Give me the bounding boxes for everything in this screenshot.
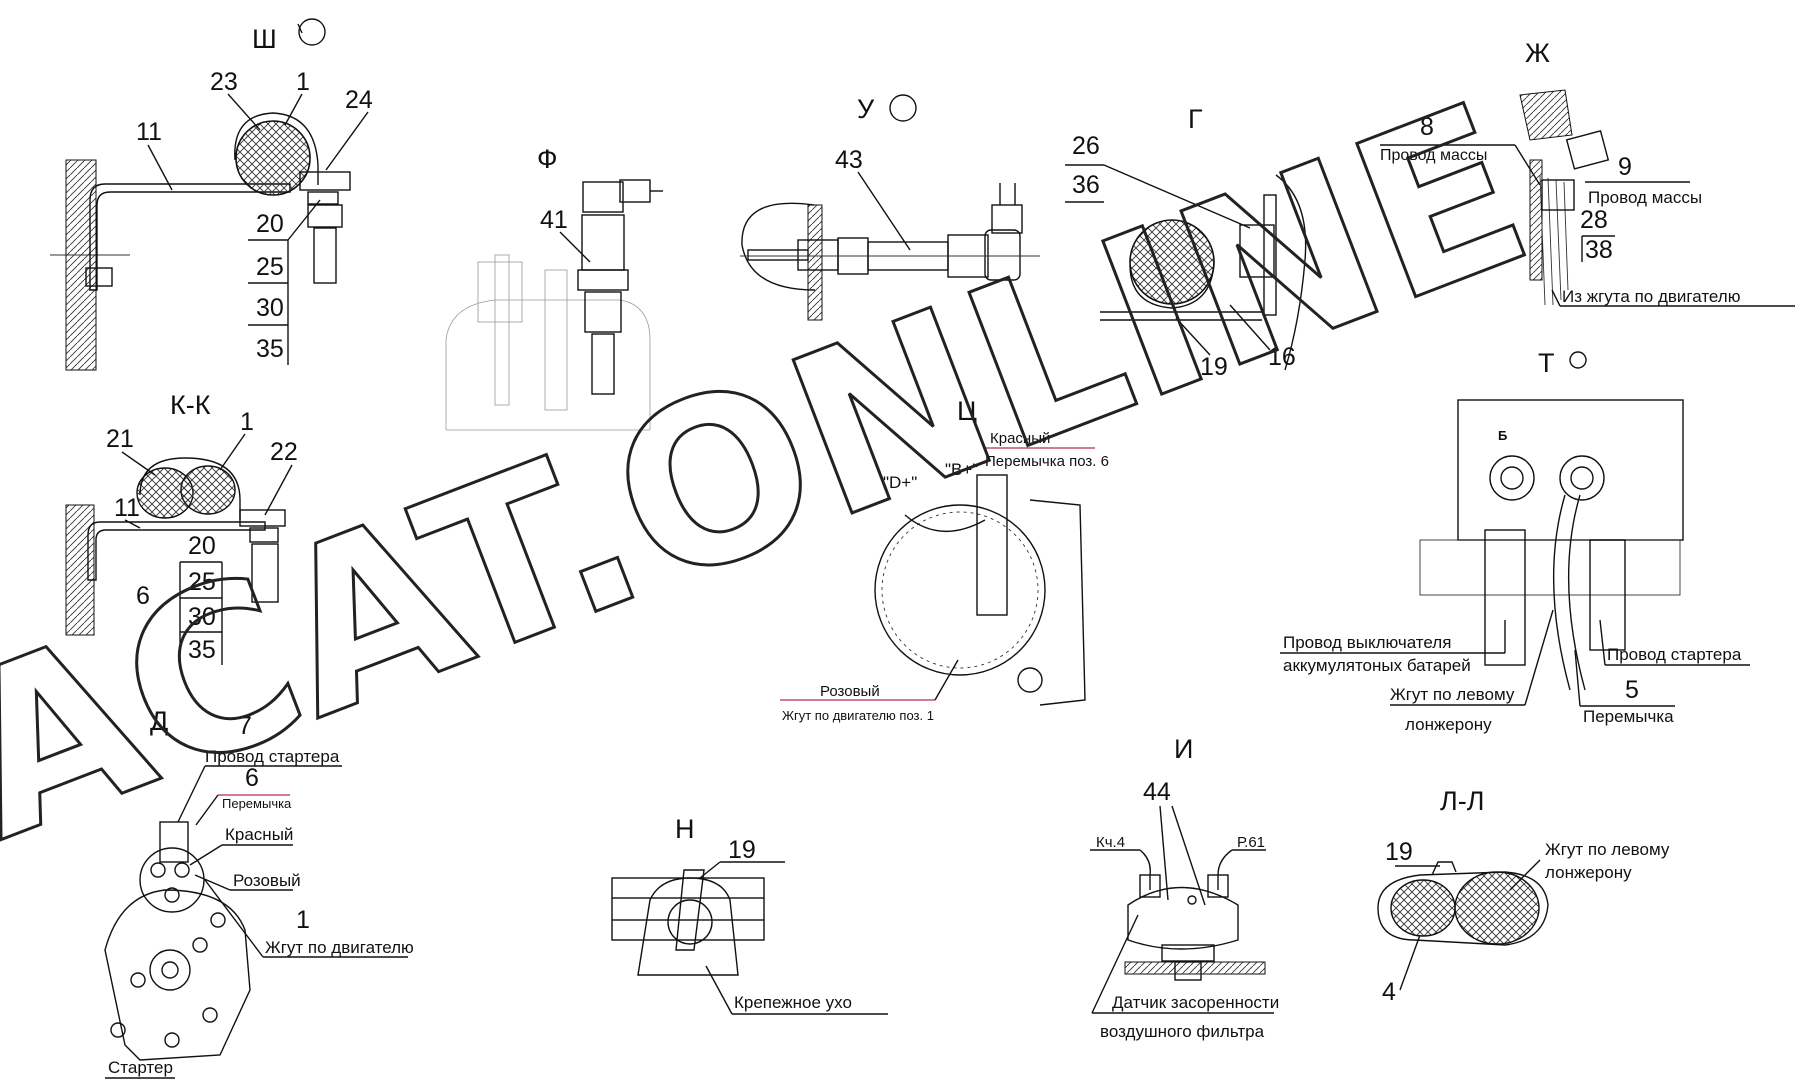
svg-text:20: 20 (256, 210, 284, 238)
mounting-ear (637, 877, 739, 976)
svg-text:7: 7 (238, 712, 252, 740)
view-n-title: Н (675, 814, 695, 844)
harness-bundle (235, 120, 311, 196)
svg-text:35: 35 (188, 636, 216, 664)
svg-text:Провод стартера: Провод стартера (1607, 645, 1742, 664)
svg-text:11: 11 (114, 494, 140, 522)
view-f: Ф 41 (445, 144, 663, 431)
svg-text:Провод стартера: Провод стартера (205, 747, 340, 766)
sensor-body (581, 214, 625, 271)
svg-text:Жгут по двигателю поз. 1: Жгут по двигателю поз. 1 (782, 708, 934, 723)
view-d: Д 7 Провод стартера 6 Перемычка Красный … (104, 706, 414, 1079)
view-sh: Ш 23 1 24 11 20 25 30 35 (50, 18, 373, 371)
view-i-title: И (1174, 734, 1193, 764)
svg-text:Красный: Красный (225, 825, 293, 844)
view-ll: Л-Л 19 4 Жгут по левому лонжерону (1377, 786, 1670, 1006)
svg-text:Розовый: Розовый (820, 683, 880, 700)
svg-text:Розовый: Розовый (233, 871, 301, 890)
alternator (874, 504, 1046, 676)
view-i: И 44 Кч.4 Р.61 Датчик засоренности возду… (1090, 734, 1279, 1041)
view-g-title: Г (1188, 104, 1203, 134)
svg-text:8: 8 (1420, 113, 1434, 141)
svg-text:30: 30 (188, 603, 216, 631)
svg-text:1: 1 (296, 906, 310, 934)
svg-text:Провод массы: Провод массы (1380, 147, 1487, 164)
view-t: Т Б Провод выключателя аккумулятоных бат… (1280, 348, 1750, 734)
svg-text:Перемычка: Перемычка (222, 796, 292, 811)
svg-text:Провод выключателя: Провод выключателя (1283, 633, 1451, 652)
svg-text:19: 19 (1200, 353, 1228, 381)
svg-text:Красный: Красный (990, 430, 1050, 447)
view-n: Н 19 Крепежное ухо (611, 814, 888, 1015)
view-ts-title: Ц (957, 396, 977, 426)
watermark: ACAT.ONLINE (0, 55, 1559, 891)
svg-text:аккумулятоных батарей: аккумулятоных батарей (1283, 656, 1471, 675)
svg-text:44: 44 (1143, 778, 1171, 806)
svg-text:Перемычка поз. 6: Перемычка поз. 6 (985, 453, 1109, 470)
svg-text:Провод массы: Провод массы (1588, 188, 1702, 207)
svg-text:9: 9 (1618, 153, 1632, 181)
view-zh-title: Ж (1525, 38, 1550, 68)
bolt (313, 227, 337, 284)
svg-text:Р.61: Р.61 (1237, 834, 1265, 851)
svg-text:26: 26 (1072, 132, 1100, 160)
svg-text:36: 36 (1072, 171, 1100, 199)
svg-text:19: 19 (1385, 838, 1413, 866)
svg-text:35: 35 (256, 335, 284, 363)
view-zh: Ж 8 Провод массы 9 Провод массы 28 38 Из… (1380, 38, 1795, 307)
view-t-title: Т (1538, 348, 1555, 378)
svg-text:28: 28 (1580, 206, 1608, 234)
svg-text:Кч.4: Кч.4 (1096, 834, 1125, 851)
starter-body (104, 889, 251, 1061)
view-u-title: У (857, 94, 875, 124)
svg-text:Б: Б (1498, 428, 1507, 443)
svg-text:лонжерону: лонжерону (1545, 863, 1632, 882)
view-d-title: Д (150, 706, 168, 736)
harness-bundle (1454, 871, 1540, 945)
svg-text:21: 21 (106, 425, 134, 453)
svg-text:24: 24 (345, 86, 373, 114)
svg-text:1: 1 (240, 408, 254, 436)
view-g: Г 26 36 19 16 (1065, 104, 1307, 381)
svg-text:6: 6 (136, 582, 150, 610)
svg-text:25: 25 (188, 568, 216, 596)
svg-text:25: 25 (256, 253, 284, 281)
svg-text:6: 6 (245, 764, 259, 792)
view-sh-title: Ш (252, 24, 277, 54)
svg-text:5: 5 (1625, 676, 1639, 704)
svg-text:22: 22 (270, 438, 298, 466)
view-kk: К-К 21 1 22 11 20 6 25 30 35 (65, 390, 298, 665)
svg-text:Жгут по левому: Жгут по левому (1545, 840, 1670, 859)
svg-text:Стартер: Стартер (108, 1058, 173, 1077)
svg-text:Жгут по левому: Жгут по левому (1390, 685, 1515, 704)
svg-text:"B+": "B+" (945, 460, 978, 479)
svg-text:4: 4 (1382, 978, 1396, 1006)
svg-text:20: 20 (188, 532, 216, 560)
svg-text:30: 30 (256, 294, 284, 322)
svg-text:16: 16 (1268, 343, 1296, 371)
svg-text:41: 41 (540, 206, 568, 234)
svg-text:43: 43 (835, 146, 863, 174)
svg-text:38: 38 (1585, 236, 1613, 264)
svg-text:Из жгута по двигателю: Из жгута по двигателю (1562, 287, 1741, 306)
svg-text:Датчик засоренности: Датчик засоренности (1112, 993, 1279, 1012)
view-ts: Ц "D+" "B+" Красный Перемычка поз. 6 Роз… (780, 396, 1109, 723)
svg-text:Перемычка: Перемычка (1583, 707, 1674, 726)
svg-text:11: 11 (136, 118, 162, 146)
view-kk-title: К-К (170, 390, 211, 420)
svg-text:воздушного фильтра: воздушного фильтра (1100, 1022, 1265, 1041)
svg-text:1: 1 (296, 68, 310, 96)
svg-text:лонжерону: лонжерону (1405, 715, 1492, 734)
view-ll-title: Л-Л (1440, 786, 1484, 816)
svg-text:Крепежное ухо: Крепежное ухо (734, 993, 852, 1012)
clog-sensor (1127, 886, 1239, 950)
view-f-title: Ф (537, 144, 558, 174)
svg-text:Жгут по двигателю: Жгут по двигателю (265, 938, 414, 957)
rotation-icon (298, 18, 326, 46)
svg-text:"D+": "D+" (883, 473, 917, 492)
svg-text:23: 23 (210, 68, 238, 96)
svg-text:19: 19 (728, 836, 756, 864)
view-u: У 43 (740, 94, 1040, 321)
